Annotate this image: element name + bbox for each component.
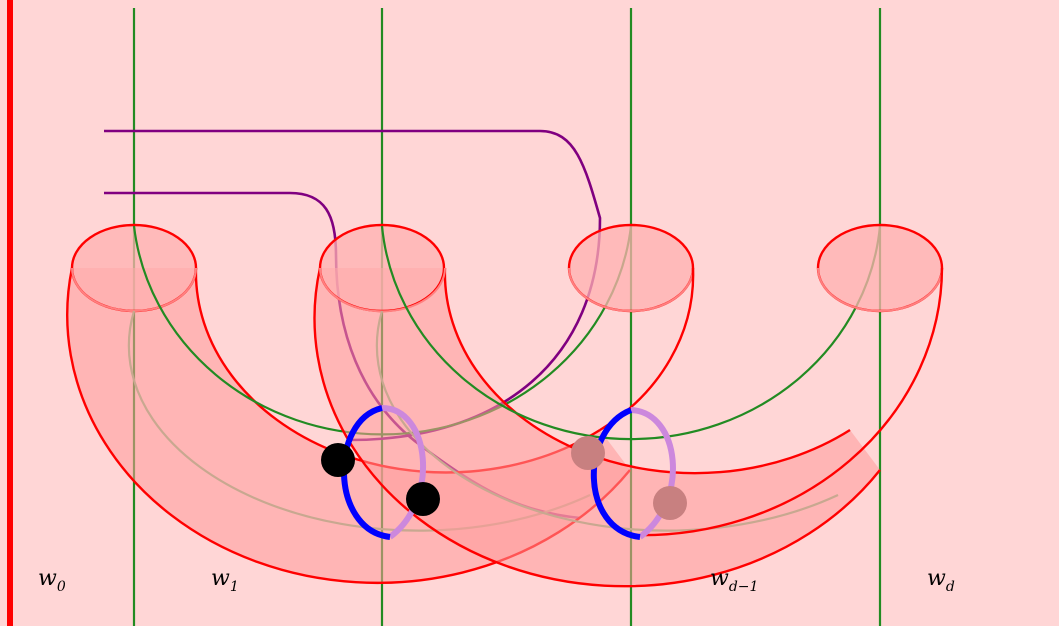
tube-2-outer-edge (313, 267, 881, 588)
end-caps (567, 223, 944, 537)
meridian-loop-2-back (630, 407, 676, 540)
meridian-loop-2 (590, 407, 676, 540)
label-wd: wd (927, 566, 955, 595)
tube-2-body (314, 268, 880, 587)
label-wd-minus-1: wd−1 (710, 566, 758, 595)
marked-point-front-1 (321, 443, 355, 477)
marked-points (321, 436, 687, 520)
region-labels: w0 w1 wd−1 wd (38, 566, 955, 595)
tube-end-cap-4-back (817, 267, 943, 312)
tube-2-back-arc (375, 310, 839, 532)
label-w0: w0 (38, 566, 66, 595)
meridian-loop-2-front (590, 407, 641, 540)
meridian-loop-1-back (381, 405, 427, 540)
marked-point-back-1 (571, 436, 605, 470)
tube-end-cap-3-back (568, 267, 694, 312)
tube-2 (313, 223, 882, 588)
tube-2-front-arc (380, 225, 882, 441)
label-w1: w1 (211, 566, 239, 595)
marked-point-front-2 (406, 482, 440, 516)
marked-point-back-2 (653, 486, 687, 520)
tube-end-4-side (629, 267, 944, 537)
